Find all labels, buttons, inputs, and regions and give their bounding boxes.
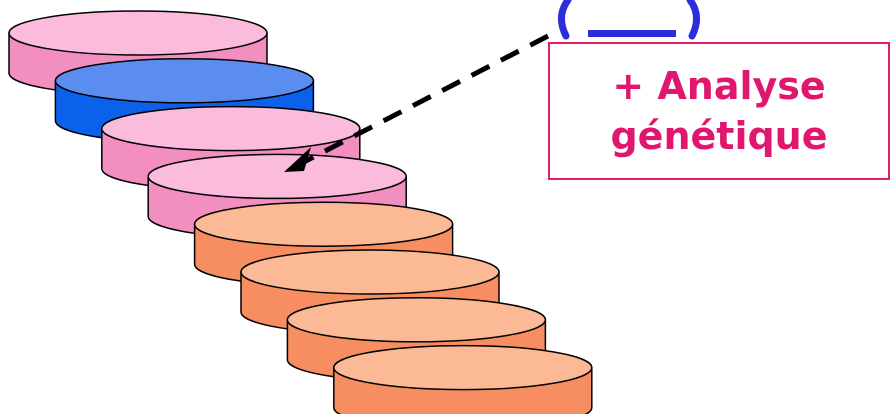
cut-off-heading-glyphs (558, 0, 700, 40)
plate-top (8, 10, 268, 56)
plate-top (286, 297, 547, 343)
plate-top (240, 249, 500, 295)
callout-line-2: génétique (610, 114, 828, 158)
callout-line-1: + Analyse (612, 64, 826, 108)
plate-top (54, 58, 315, 104)
plate-top (147, 153, 407, 200)
plate-stack (8, 10, 593, 414)
plate-top (333, 344, 593, 391)
plate-top (193, 201, 454, 247)
dashed-arrow (284, 33, 550, 172)
plate-top (101, 105, 361, 152)
genetic-analysis-callout: + Analyse génétique (548, 42, 890, 180)
culture-plate-8 (333, 344, 593, 414)
